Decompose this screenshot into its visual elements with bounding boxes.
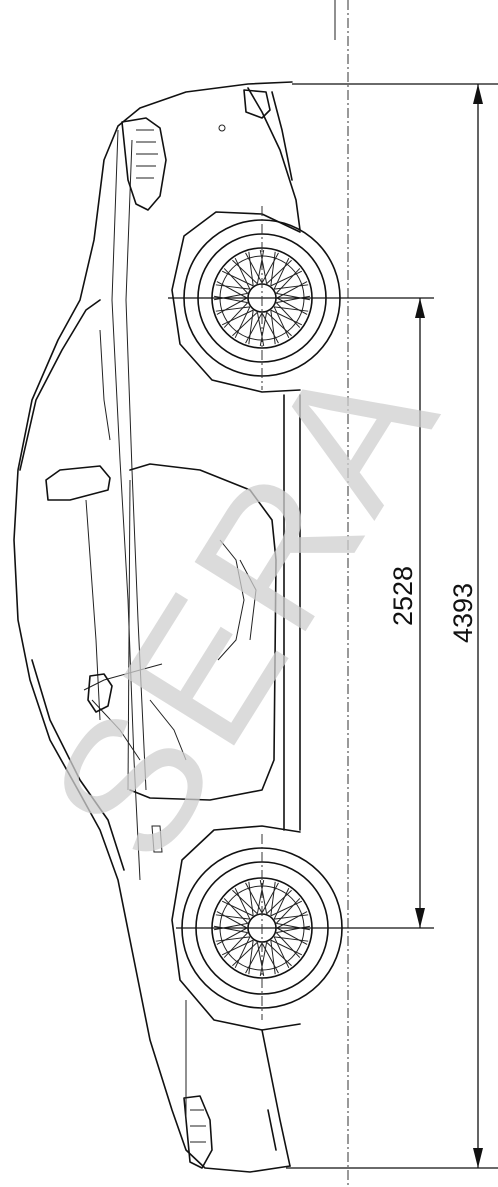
wheel-spoke (215, 306, 250, 312)
wheel-spoke (273, 887, 290, 920)
wheel-spoke (273, 257, 290, 290)
wheel-spoke (248, 251, 254, 286)
wheel-spoke (248, 310, 254, 345)
wheel-spoke (213, 922, 248, 931)
wheel-spoke (232, 259, 258, 285)
car-body (13, 81, 301, 1173)
wheel-spoke (216, 297, 248, 315)
wheel-spoke (276, 922, 311, 931)
wheel-spoke (275, 268, 301, 294)
overall-length-dimension (473, 84, 483, 1168)
wheel-spoke (221, 939, 254, 956)
wheel-spoke (270, 940, 276, 975)
wheel-spoke (256, 942, 265, 977)
wheel-spoke (270, 309, 303, 326)
wheel-spoke (216, 927, 248, 945)
wheel-spoke (274, 306, 309, 312)
wheel-spoke (221, 270, 254, 287)
wheel-spoke (275, 898, 301, 924)
wheel-spoke (270, 900, 303, 917)
wheel-spoke (221, 900, 254, 917)
wheel-spoke (215, 284, 250, 290)
wheel-spoke (223, 898, 249, 924)
wheel-spoke (232, 889, 258, 915)
wheel-spoke (248, 881, 254, 916)
wheel-spoke (223, 268, 249, 294)
wheel-spoke (276, 925, 311, 934)
wheel-spoke (216, 911, 248, 929)
wheel-spoke (245, 882, 263, 914)
wheelbase-dimension (415, 298, 425, 928)
wheel-spoke (245, 312, 263, 344)
wheel-spoke (216, 281, 248, 299)
wheel-spoke (259, 879, 268, 914)
wheel-spoke (234, 306, 251, 339)
wheel-spoke (266, 941, 292, 967)
overall-length-label: 4393 (448, 583, 478, 643)
wheel-spoke (248, 940, 254, 975)
wheel-spoke (274, 284, 309, 290)
wheel-spoke (273, 936, 290, 969)
wheel-spoke (213, 925, 248, 934)
wheel-spoke (276, 297, 308, 315)
wheel-spoke (213, 295, 248, 304)
wheel-spoke (223, 302, 249, 328)
wheel-spoke (276, 281, 308, 299)
wheel-spoke (266, 259, 292, 285)
wheel-spoke (259, 312, 268, 347)
wheel-spoke (256, 249, 265, 284)
wheel-spoke (261, 882, 279, 914)
wheel-spoke (270, 939, 303, 956)
wheel-spoke (234, 936, 251, 969)
wheel-spoke (270, 270, 303, 287)
wheel-spoke (223, 932, 249, 958)
wheel-spoke (245, 252, 263, 284)
wheel-spoke (270, 881, 276, 916)
wheel-spoke (245, 942, 263, 974)
wheel-spoke (261, 942, 279, 974)
wheel-spoke (276, 927, 308, 945)
wheel-spoke (276, 295, 311, 304)
wheel-spoke (256, 879, 265, 914)
wheel-spoke (213, 292, 248, 301)
wheel-spoke (259, 942, 268, 977)
wheel-spoke (232, 941, 258, 967)
wheel-spoke (259, 249, 268, 284)
wheel-spoke (261, 252, 279, 284)
wheel-spoke (274, 914, 309, 920)
wheelbase-label: 2528 (388, 566, 418, 626)
wheel-spoke (270, 310, 276, 345)
wheel-spoke (232, 311, 258, 337)
wheel-spoke (261, 312, 279, 344)
wheel-spoke (276, 911, 308, 929)
wheel-spoke (266, 311, 292, 337)
wheel-spoke (234, 887, 251, 920)
wheel-spoke (276, 292, 311, 301)
wheel-spoke (273, 306, 290, 339)
wheel-spoke (234, 257, 251, 290)
wheel-spoke (215, 914, 250, 920)
wheel-spoke (275, 302, 301, 328)
wheel-spoke (275, 932, 301, 958)
wheel-spoke (266, 889, 292, 915)
wheel-spoke (215, 936, 250, 942)
wheel-spoke (270, 251, 276, 286)
wheel-spoke (274, 936, 309, 942)
wheel-spoke (221, 309, 254, 326)
wheel-spoke (256, 312, 265, 347)
